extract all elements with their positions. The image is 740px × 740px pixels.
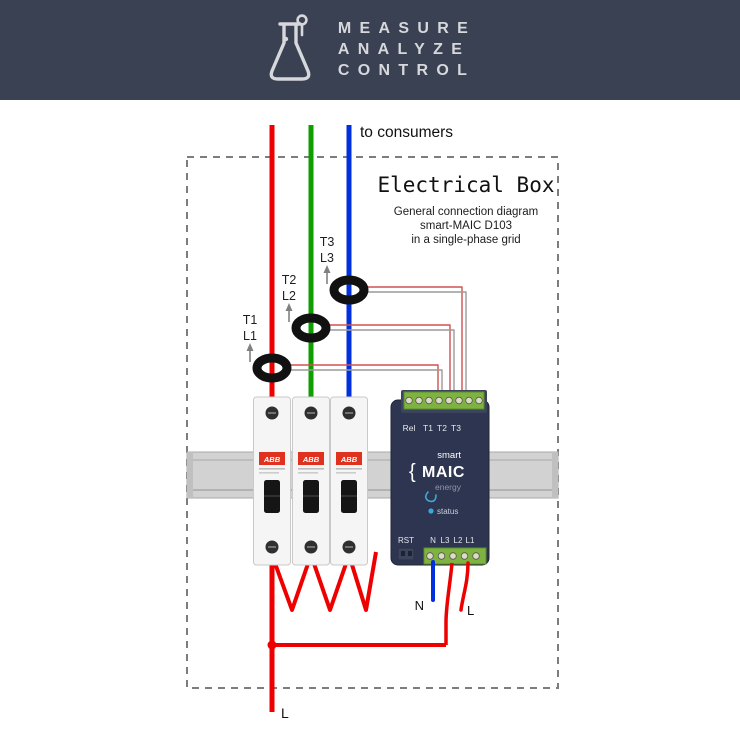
device-label-l1: L1 [466,536,475,545]
device-bottom-labels: RST N L3 L2 L1 [398,536,475,545]
breaker2-brand-badge [298,452,324,465]
breaker1-brand-label: ABB [263,455,281,464]
din-rail [186,451,559,499]
device-label-n: N [430,536,436,545]
logo-maic: MAIC [422,464,465,481]
logo-brace-icon: { [409,461,416,483]
logo-flask-glyph [424,491,437,503]
device-label-rst: RST [398,536,414,545]
box-subtitle-3: in a single-phase grid [411,234,520,246]
device-label-rel: Rel [403,423,416,433]
smart-maic-device: Rel T1 T2 T3 smart { MAIC energy status [390,390,490,566]
electrical-box-border [186,156,559,689]
circuit-breaker-2: ABB [292,396,330,566]
breaker-output-loops [270,551,378,612]
ct-labels: T1 L1 T2 L2 T3 L3 [243,235,335,343]
status-led [428,508,434,514]
wire-junction-dot [267,640,277,650]
ct-t2 [291,313,331,343]
device-label-t1: T1 [423,423,433,433]
arrow-up-t2 [285,303,293,311]
circuit-breaker-1: ABB [253,396,291,566]
line-label-right: L [467,603,474,618]
device-label-l2: L2 [454,536,463,545]
status-label: status [437,507,458,516]
arrow-up-t1 [246,343,254,351]
box-subtitle-2: smart-MAIC D103 [420,220,512,232]
brand-group: MEASURE ANALYZE CONTROL [264,13,476,87]
device-label-t3: T3 [451,423,461,433]
device-logo: smart { MAIC energy [409,450,465,503]
logo-energy: energy [435,482,462,492]
brand-line-measure: MEASURE [337,20,477,37]
device-bottom-terminal-block [397,547,487,565]
device-label-l3: L3 [441,536,450,545]
logo-smart: smart [437,450,461,461]
breaker3-brand-badge [336,452,362,465]
wiring-diagram: Electrical Box General connection diagra… [186,124,559,721]
box-title: Electrical Box [377,173,554,197]
device-status: status [428,507,458,516]
ct-label-l1: L1 [243,329,257,343]
neutral-label: N [415,598,424,613]
ct-label-t1: T1 [243,313,258,327]
wire-line-to-bus [444,562,454,645]
ct-label-t2: T2 [282,273,297,287]
ct-label-l3: L3 [320,251,334,265]
device-top-labels: Rel T1 T2 T3 [403,423,462,433]
device-label-t2: T2 [437,423,447,433]
circuit-breaker-3: ABB [330,396,368,566]
current-transformers [252,275,369,383]
diagram-area: Electrical Box General connection diagra… [0,100,740,740]
breaker2-brand-label: ABB [302,455,320,464]
ct-t3 [329,275,369,305]
brand-text: MEASURE ANALYZE CONTROL [338,21,476,79]
circuit-breakers: ABB ABB [253,396,368,566]
wire-line-stub [459,561,470,612]
brand-header: MEASURE ANALYZE CONTROL [0,0,740,100]
line-label-bottom: L [281,705,289,721]
to-consumers-label: to consumers [360,124,453,141]
breaker3-brand-label: ABB [340,455,358,464]
flask-icon [269,14,311,81]
ct-label-l2: L2 [282,289,296,303]
brand-line-control: CONTROL [337,62,476,79]
box-subtitle-1: General connection diagram [394,206,538,218]
ct-arrows [246,265,331,362]
ct-signal-wires [286,286,467,398]
breaker1-brand-badge [259,452,285,465]
arrow-up-t3 [323,265,331,273]
ct-t1 [252,353,292,383]
ct-label-t3: T3 [320,235,335,249]
device-top-terminal-block [401,390,487,413]
brand-line-analyze: ANALYZE [337,41,471,58]
